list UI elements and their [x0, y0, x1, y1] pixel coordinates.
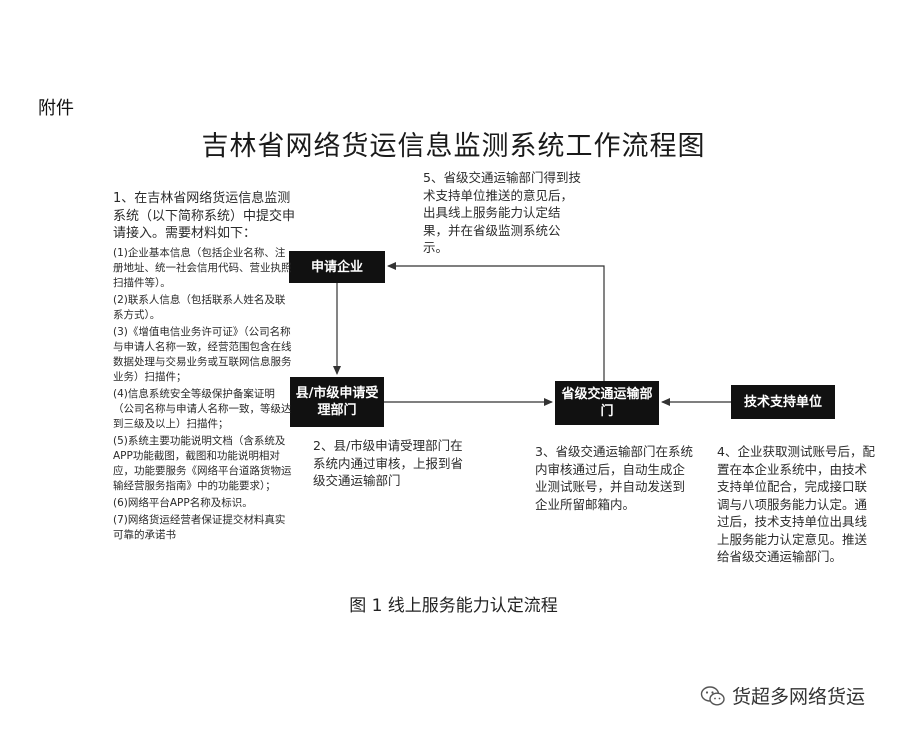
box-technical-support-unit: 技术支持单位 — [731, 385, 835, 419]
account-name: 货超多网络货运 — [732, 686, 866, 708]
page-title: 吉林省网络货运信息监测系统工作流程图 — [201, 131, 706, 162]
step-1-item-2: (2)联系人信息（包括联系人姓名及联系方式）。 — [113, 293, 286, 321]
step-1-item-6: (6)网络平台APP名称及标识。 — [113, 496, 253, 509]
box-county-city-department: 县/市级申请受理部门 — [290, 377, 384, 427]
attachment-label: 附件 — [38, 98, 74, 119]
step-2-note: 2、县/市级申请受理部门在系统内通过审核，上报到省级交通运输部门 — [313, 438, 464, 488]
step-1-note: 1、在吉林省网络货运信息监测系统（以下简称系统）中提交申请接入。需要材料如下： … — [113, 190, 295, 545]
step-1-item-4: (4)信息系统安全等级保护备案证明（公司名称与申请人名称一致，等级达到三级及以上… — [113, 387, 292, 430]
figure-caption: 图 1 线上服务能力认定流程 — [349, 596, 558, 616]
step-5-note: 5、省级交通运输部门得到技术支持单位推送的意见后，出具线上服务能力认定结果，并在… — [423, 170, 581, 255]
step-3-note: 3、省级交通运输部门在系统内审核通过后，自动生成企业测试账号，并自动发送到企业所… — [535, 444, 693, 512]
step-1-item-1: (1)企业基本信息（包括企业名称、注册地址、统一社会信用代码、营业执照扫描件等）… — [113, 246, 292, 289]
arrow-province-to-apply — [387, 262, 605, 381]
wechat-icon — [700, 685, 725, 706]
step-1-head: 1、在吉林省网络货运信息监测系统（以下简称系统）中提交申请接入。需要材料如下： — [113, 191, 296, 241]
step-1-item-7: (7)网络货运经营者保证提交材料真实可靠的承诺书 — [113, 513, 286, 541]
step-1-item-3: (3)《增值电信业务许可证》（公司名称与申请人名称一致，经营范围包含在线数据处理… — [113, 325, 292, 383]
step-4-note: 4、企业获取测试账号后，配置在本企业系统中，由技术支持单位配合，完成接口联调与八… — [717, 444, 875, 564]
step-1-item-5: (5)系统主要功能说明文档（含系统及APP功能截图，截图和功能说明相对应，功能要… — [113, 434, 292, 492]
box-applicant-enterprise: 申请企业 — [289, 251, 385, 283]
watermark-footer: 货超多网络货运 — [700, 682, 865, 709]
box-provincial-transport-department: 省级交通运输部门 — [555, 381, 659, 425]
